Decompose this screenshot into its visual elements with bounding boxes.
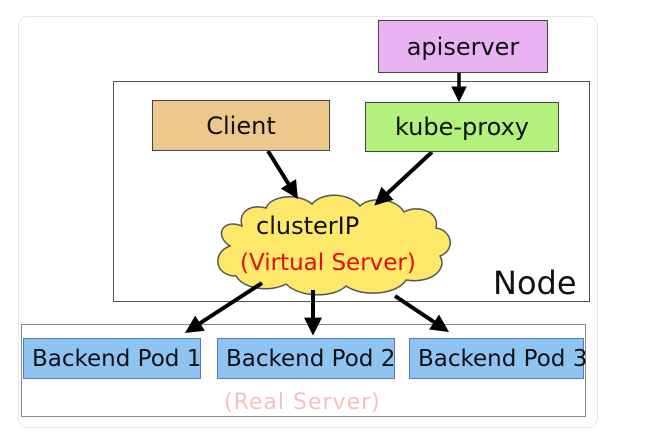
client-box: Client	[152, 100, 330, 151]
virtual-server-label: (Virtual Server)	[240, 250, 416, 276]
cluster-ip-label: clusterIP	[256, 212, 360, 240]
apiserver-box: apiserver	[378, 20, 548, 73]
arrow-cluster-ip-to-pod-1	[184, 281, 264, 333]
client-label: Client	[206, 111, 276, 140]
kube-proxy-box: kube-proxy	[365, 102, 559, 152]
arrow-cluster-ip-to-pod-3	[393, 294, 449, 332]
cluster-ip-cloud	[217, 194, 451, 296]
kube-proxy-label: kube-proxy	[395, 113, 529, 141]
backend-pod-3-box: Backend Pod 3	[409, 338, 588, 379]
arrow-kube-proxy-to-cluster-ip	[374, 150, 434, 206]
backend-pod-2-box: Backend Pod 2	[217, 338, 395, 379]
apiserver-label: apiserver	[406, 32, 520, 61]
backend-pods-boundary	[21, 324, 586, 417]
backend-pod-1-label: Backend Pod 1	[32, 345, 202, 372]
node-label: Node	[493, 264, 577, 302]
node-boundary	[113, 81, 590, 302]
backend-pod-2-label: Backend Pod 2	[226, 345, 396, 372]
backend-pod-3-label: Backend Pod 3	[418, 345, 588, 372]
arrow-client-to-cluster-ip	[266, 149, 298, 200]
real-server-label: (Real Server)	[224, 390, 381, 415]
backend-pod-1-box: Backend Pod 1	[23, 338, 201, 379]
